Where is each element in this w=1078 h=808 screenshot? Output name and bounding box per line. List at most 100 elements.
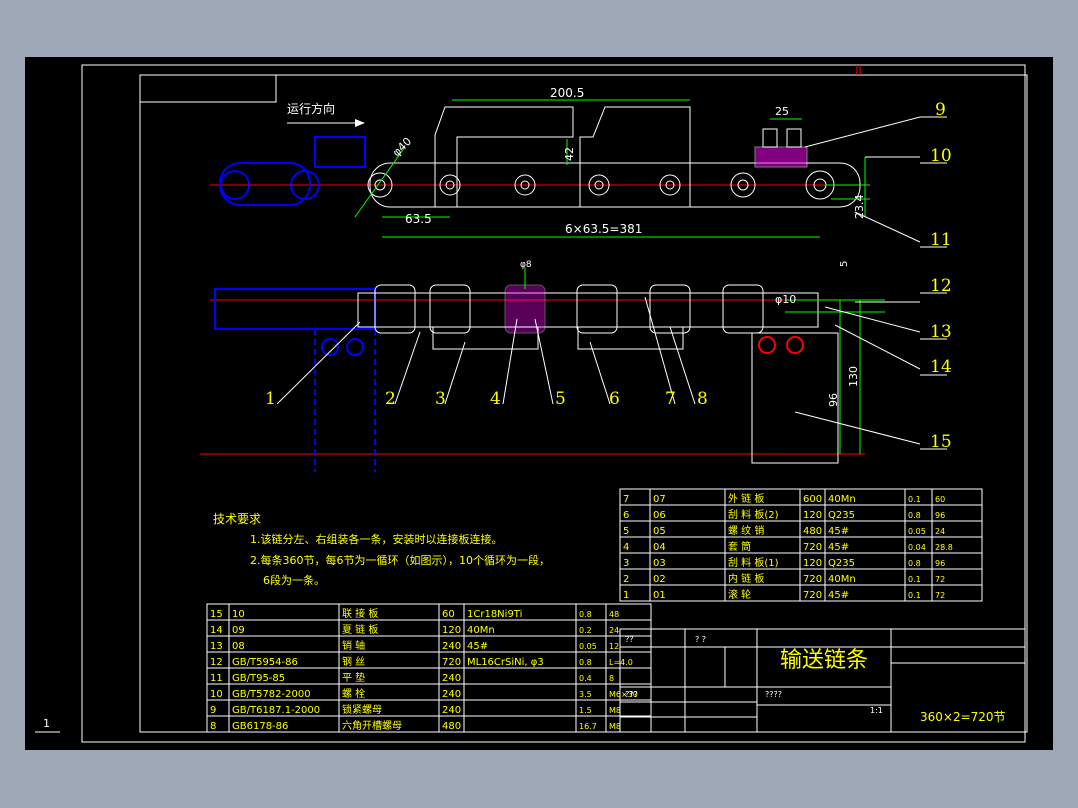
- dim-offset: 23.4: [853, 195, 866, 220]
- table-cell: 联 接 板: [342, 607, 378, 620]
- balloon-6: 6: [609, 389, 620, 409]
- table-cell: 02: [653, 574, 666, 585]
- notes-line-3: 6段为一条。: [263, 573, 325, 587]
- scraper-plate-1: [434, 106, 574, 208]
- table-cell: 40Mn: [828, 494, 856, 505]
- table-cell: 24: [935, 527, 945, 536]
- table-cell: 钢 丝: [342, 655, 365, 668]
- table-cell: 平 垫: [342, 671, 365, 684]
- table-cell: M8: [609, 722, 621, 731]
- table-cell: M6×30: [609, 690, 638, 699]
- table-cell: 04: [653, 542, 666, 553]
- block-9: [754, 146, 808, 168]
- table-cell: 240: [442, 673, 461, 684]
- tb-q2: ? ?: [695, 635, 706, 644]
- table-cell: 96: [935, 511, 945, 520]
- table-cell: 8: [210, 721, 216, 732]
- table-cell: 45#: [828, 542, 849, 553]
- table-cell: 0.04: [908, 543, 926, 552]
- balloon-15: 15: [930, 432, 952, 452]
- table-cell: 15: [210, 609, 223, 620]
- table-cell: 螺 栓: [342, 687, 365, 700]
- notes-line-1: 1.该链分左、右组装各一条，安装时以连接板连接。: [250, 532, 503, 546]
- outer-frame: [81, 64, 1026, 743]
- table-cell: 45#: [828, 526, 849, 537]
- table-frame: [619, 488, 983, 602]
- prev-bolt: [314, 136, 366, 168]
- cad-canvas: 运行方向: [35, 64, 1028, 743]
- prev-roller: [220, 170, 250, 200]
- table-cell: GB/T95-85: [232, 673, 285, 684]
- drawing-viewport[interactable]: 运行方向: [25, 57, 1053, 750]
- table-cell: 滚 轮: [728, 588, 751, 601]
- dim-plate-h: 42: [563, 147, 576, 161]
- table-cell: 5: [623, 526, 629, 537]
- table-cell: ML16CrSiNi, φ3: [467, 657, 544, 668]
- table-cell: 72: [935, 591, 945, 600]
- table-cell: 60: [442, 609, 455, 620]
- table-cell: 08: [232, 641, 245, 652]
- table-cell: 48: [609, 610, 619, 619]
- dim-top-gap: 5: [839, 261, 850, 267]
- table-cell: 480: [803, 526, 822, 537]
- table-cell: 夏 链 板: [342, 623, 378, 636]
- table-cell: L=4.0: [609, 658, 633, 667]
- table-cell: GB6178-86: [232, 721, 288, 732]
- table-cell: 60: [935, 495, 945, 504]
- balloon-14: 14: [930, 357, 952, 377]
- plan-chain: [357, 292, 819, 328]
- balloon-10: 10: [930, 146, 952, 166]
- table-cell: 1.5: [579, 706, 592, 715]
- scale: 1:1: [870, 706, 883, 715]
- table-cell: 03: [653, 558, 666, 569]
- dim-pitch: 63.5: [405, 212, 432, 226]
- table-cell: 720: [803, 542, 822, 553]
- quantity-note: 360×2=720节: [920, 710, 1006, 724]
- table-cell: 0.1: [908, 495, 921, 504]
- plan-view: φ10 5 130 96 φ8: [200, 260, 885, 472]
- table-cell: 40Mn: [467, 625, 495, 636]
- table-cell: 六角开槽螺母: [342, 719, 402, 732]
- table-cell: 07: [653, 494, 666, 505]
- table-cell: 0.1: [908, 575, 921, 584]
- table-cell: 0.8: [908, 559, 921, 568]
- table-cell: Q235: [828, 510, 855, 521]
- dim-w25: 25: [775, 105, 789, 118]
- table-cell: 480: [442, 721, 461, 732]
- table-cell: 刮 料 板(1): [728, 556, 779, 569]
- table-cell: 05: [653, 526, 666, 537]
- table-cell: 240: [442, 641, 461, 652]
- table-cell: 10: [210, 689, 223, 700]
- table-cell: 120: [803, 510, 822, 521]
- notes-line-2: 2.每条360节，每6节为一循环（如图示），10个循环为一段，: [250, 553, 550, 567]
- table-cell: 4: [623, 542, 629, 553]
- table-cell: 0.8: [579, 610, 592, 619]
- prev-link: [219, 162, 311, 206]
- direction-label: 运行方向: [287, 101, 335, 116]
- sheet-marker: 1: [43, 717, 50, 730]
- table-cell: 720: [803, 590, 822, 601]
- direction-arrow-head: [355, 119, 365, 127]
- table-cell: 13: [210, 641, 223, 652]
- table-cell: GB/T5954-86: [232, 657, 298, 668]
- table-cell: 锁紧螺母: [342, 703, 382, 716]
- table-cell: 720: [803, 574, 822, 585]
- table-cell: 240: [442, 689, 461, 700]
- table-cell: 9: [210, 705, 216, 716]
- table-cell: M8: [609, 706, 621, 715]
- balloon-9: 9: [935, 100, 946, 120]
- code-box: [139, 74, 277, 103]
- table-cell: 06: [653, 510, 666, 521]
- table-cell: 0.05: [908, 527, 926, 536]
- leader-lines: [276, 116, 921, 445]
- table-cell: 3.5: [579, 690, 592, 699]
- table-cell: 内 链 板: [728, 572, 764, 585]
- prev-roller: [290, 170, 320, 200]
- balloon-13: 13: [930, 322, 952, 342]
- table-cell: 0.05: [579, 642, 597, 651]
- table-cell: GB/T6187.1-2000: [232, 705, 320, 716]
- tb-q1: ??: [625, 635, 634, 644]
- table-cell: 720: [442, 657, 461, 668]
